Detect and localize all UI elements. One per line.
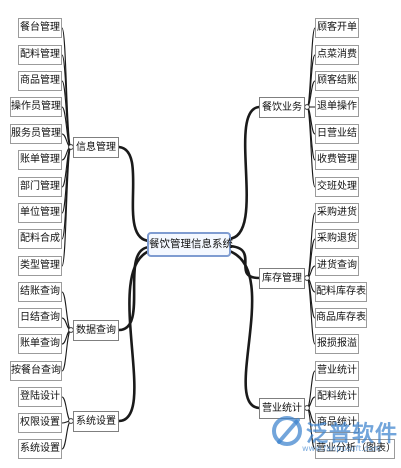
leaf-ingredient-synthesis[interactable]: 配料合成 xyxy=(18,229,62,249)
leaf-type-management[interactable]: 类型管理 xyxy=(18,256,62,276)
connector-settings-leaf-2 xyxy=(61,420,72,450)
branch-info-management[interactable]: 信息管理 xyxy=(73,137,119,158)
leaf-ingredient-management[interactable]: 配料管理 xyxy=(18,45,62,65)
leaf-business-statistics[interactable]: 营业统计 xyxy=(315,361,359,381)
leaf-purchase-in[interactable]: 采购进货 xyxy=(315,203,359,223)
leaf-bill-query[interactable]: 账单查询 xyxy=(18,334,62,354)
leaf-cancel-order[interactable]: 退单操作 xyxy=(315,97,359,117)
leaf-customer-checkout[interactable]: 顾客结账 xyxy=(315,71,359,91)
branch-dining-business[interactable]: 餐饮业务 xyxy=(259,97,305,118)
leaf-customer-open-bill[interactable]: 顾客开单 xyxy=(315,18,359,38)
leaf-fee-management[interactable]: 收费管理 xyxy=(315,150,359,170)
leaf-ingredient-statistics[interactable]: 配料统计 xyxy=(315,387,359,407)
leaf-loss-overflow-report[interactable]: 报损报溢 xyxy=(315,334,359,354)
connector-root-info xyxy=(117,145,152,243)
leaf-product-stock-table[interactable]: 商品库存表 xyxy=(315,308,367,328)
leaf-waiter-management[interactable]: 服务员管理 xyxy=(10,124,62,144)
junction-statistics xyxy=(304,405,310,411)
leaf-purchase-query[interactable]: 进货查询 xyxy=(315,256,359,276)
connector-info-leaf-9 xyxy=(61,146,72,267)
connector-info-leaf-1 xyxy=(61,54,72,148)
connector-inventory-leaf-0 xyxy=(306,212,316,279)
leaf-department-management[interactable]: 部门管理 xyxy=(18,177,62,197)
leaf-query-by-table[interactable]: 按餐台查询 xyxy=(10,361,62,381)
leaf-business-analysis-chart[interactable]: 营业分析（图表） xyxy=(315,439,396,459)
leaf-system-settings[interactable]: 系统设置 xyxy=(18,439,62,459)
branch-inventory-management[interactable]: 库存管理 xyxy=(259,268,305,289)
leaf-permission-settings[interactable]: 权限设置 xyxy=(18,413,62,433)
leaf-table-management[interactable]: 餐台管理 xyxy=(18,18,62,38)
connector-root-statistics xyxy=(224,248,261,410)
branch-data-query[interactable]: 数据查询 xyxy=(73,320,119,341)
connector-settings-leaf-0 xyxy=(61,396,72,422)
connector-root-dining xyxy=(226,105,261,241)
leaf-daily-business-close[interactable]: 日营业结 xyxy=(315,124,359,144)
branch-business-statistics[interactable]: 营业统计 xyxy=(259,398,305,419)
leaf-ingredient-stock-table[interactable]: 配料库存表 xyxy=(315,282,367,302)
connector-root-inventory xyxy=(226,244,261,280)
connector-inventory-leaf-5 xyxy=(306,277,316,345)
leaf-login-design[interactable]: 登陆设计 xyxy=(18,387,62,407)
leaf-order-consumption[interactable]: 点菜消费 xyxy=(315,45,359,65)
junction-dining xyxy=(304,104,310,110)
leaf-shift-handover[interactable]: 交班处理 xyxy=(315,177,359,197)
leaf-product-management[interactable]: 商品管理 xyxy=(18,71,62,91)
leaf-daily-close-query[interactable]: 日结查询 xyxy=(18,308,62,328)
junction-inventory xyxy=(304,275,310,281)
root-node[interactable]: 餐饮管理信息系统 xyxy=(147,232,233,257)
leaf-product-statistics[interactable]: 商品统计 xyxy=(315,413,359,433)
branch-system-settings[interactable]: 系统设置 xyxy=(73,411,119,432)
connector-root-query xyxy=(117,245,152,332)
leaf-purchase-return[interactable]: 采购退货 xyxy=(315,229,359,249)
leaf-bill-management[interactable]: 账单管理 xyxy=(18,150,62,170)
leaf-checkout-query[interactable]: 结账查询 xyxy=(18,282,62,302)
connector-root-settings xyxy=(117,248,154,423)
leaf-unit-management[interactable]: 单位管理 xyxy=(18,203,62,223)
leaf-operator-management[interactable]: 操作员管理 xyxy=(10,97,62,117)
